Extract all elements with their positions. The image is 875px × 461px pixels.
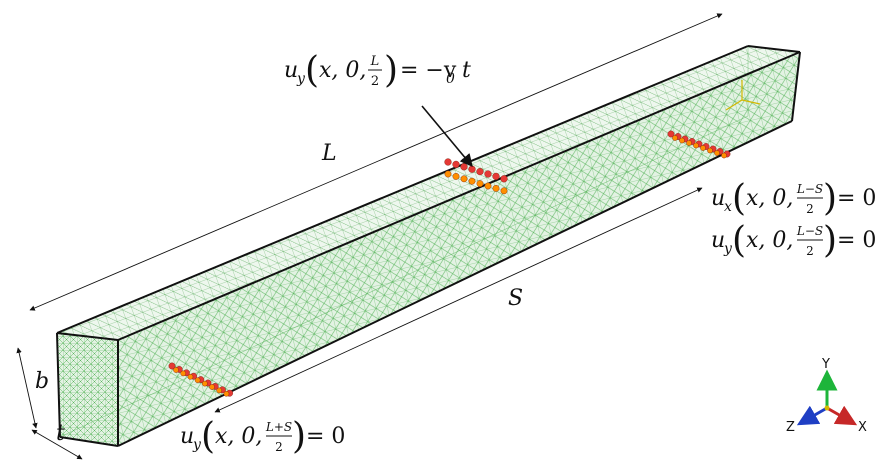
y-axis-label: Y (821, 357, 830, 372)
load-node (460, 163, 468, 171)
svg-text:x: x (724, 199, 732, 215)
svg-text:x, 0,: x, 0, (319, 58, 366, 83)
svg-text:= 0: = 0 (306, 424, 345, 449)
svg-text:= 0: = 0 (837, 186, 875, 211)
support-node (209, 384, 215, 390)
svg-text:): ) (823, 220, 837, 261)
svg-text:): ) (384, 50, 398, 91)
svg-text:u: u (284, 58, 298, 83)
support-node (194, 377, 201, 384)
svg-text:u: u (180, 424, 194, 449)
svg-text:(: ( (305, 50, 319, 91)
length-dimension-arrow (29, 13, 723, 311)
z-axis-arrow (796, 405, 828, 426)
svg-text:t: t (462, 58, 471, 83)
svg-text:): ) (823, 178, 837, 219)
svg-text:0: 0 (446, 71, 455, 87)
svg-text:L−S: L−S (796, 182, 823, 196)
support-node (700, 145, 706, 151)
svg-text:L+S: L+S (265, 420, 292, 434)
length-label: L (321, 141, 337, 166)
svg-text:2: 2 (806, 202, 814, 216)
support-node (721, 152, 727, 159)
beam-mesh (57, 46, 800, 446)
load-node (484, 170, 492, 178)
svg-text:u: u (711, 186, 725, 211)
svg-text:x, 0,: x, 0, (746, 186, 793, 211)
dimension-lines (16, 13, 723, 460)
global-axis-triad: Y Z X (786, 357, 867, 435)
load-node (484, 182, 492, 190)
svg-text:= 0: = 0 (837, 228, 875, 253)
svg-text:L: L (370, 54, 380, 69)
support-node (707, 147, 713, 154)
x-axis-arrow (826, 405, 858, 426)
load-node (476, 180, 484, 188)
load-node (492, 172, 500, 181)
svg-text:x, 0,: x, 0, (215, 424, 262, 449)
load-node (444, 158, 452, 166)
support-node (173, 367, 179, 373)
svg-text:y: y (296, 71, 306, 87)
support-right-x-equation: u x ( x, 0, L−S 2 ) = 0 (711, 178, 875, 219)
svg-text:u: u (711, 228, 725, 253)
support-node (686, 140, 692, 146)
z-axis-label: Z (786, 420, 795, 435)
load-pointer-arrow (421, 105, 473, 167)
svg-text:(: ( (201, 416, 215, 457)
support-node (201, 380, 208, 387)
load-node (500, 187, 508, 195)
load-node (476, 168, 484, 176)
load-node (452, 160, 460, 169)
svg-text:y: y (723, 241, 733, 257)
load-node (468, 177, 476, 185)
span-label: S (508, 286, 523, 311)
thickness-label: t (56, 421, 65, 446)
svg-text:= −v: = −v (400, 58, 457, 83)
svg-text:L−S: L−S (796, 224, 823, 238)
svg-text:2: 2 (275, 440, 283, 454)
load-node (452, 172, 460, 180)
svg-text:y: y (192, 437, 202, 453)
svg-text:(: ( (732, 178, 746, 219)
load-node (460, 175, 468, 183)
support-node (180, 370, 186, 377)
thickness-dimension-arrow (31, 429, 83, 460)
support-node (679, 137, 685, 144)
svg-text:x, 0,: x, 0, (746, 228, 793, 253)
svg-text:2: 2 (806, 244, 814, 258)
svg-text:): ) (292, 416, 306, 457)
support-node (216, 387, 222, 394)
load-node (492, 184, 500, 192)
height-label: b (35, 369, 49, 394)
load-equation: u y ( x, 0, L 2 ) = −v 0 t (284, 50, 471, 91)
support-node (223, 390, 230, 397)
support-node (187, 373, 194, 380)
support-left-y-equation: u y ( x, 0, L+S 2 ) = 0 (180, 416, 345, 457)
support-node (693, 142, 699, 149)
support-node (672, 135, 678, 141)
svg-text:(: ( (732, 220, 746, 261)
beam-end-face-mesh (57, 333, 118, 446)
load-node (444, 170, 452, 178)
support-node (714, 150, 720, 156)
local-csys-icon (725, 80, 761, 111)
load-node (468, 165, 476, 173)
load-node (500, 175, 508, 183)
x-axis-label: X (858, 420, 867, 435)
svg-text:2: 2 (371, 74, 379, 89)
span-dimension-arrow (214, 187, 703, 413)
beam-side-face-mesh (118, 52, 800, 446)
support-right-y-equation: u y ( x, 0, L−S 2 ) = 0 (711, 220, 875, 261)
height-dimension-arrow (16, 347, 38, 429)
support-node (168, 362, 176, 370)
